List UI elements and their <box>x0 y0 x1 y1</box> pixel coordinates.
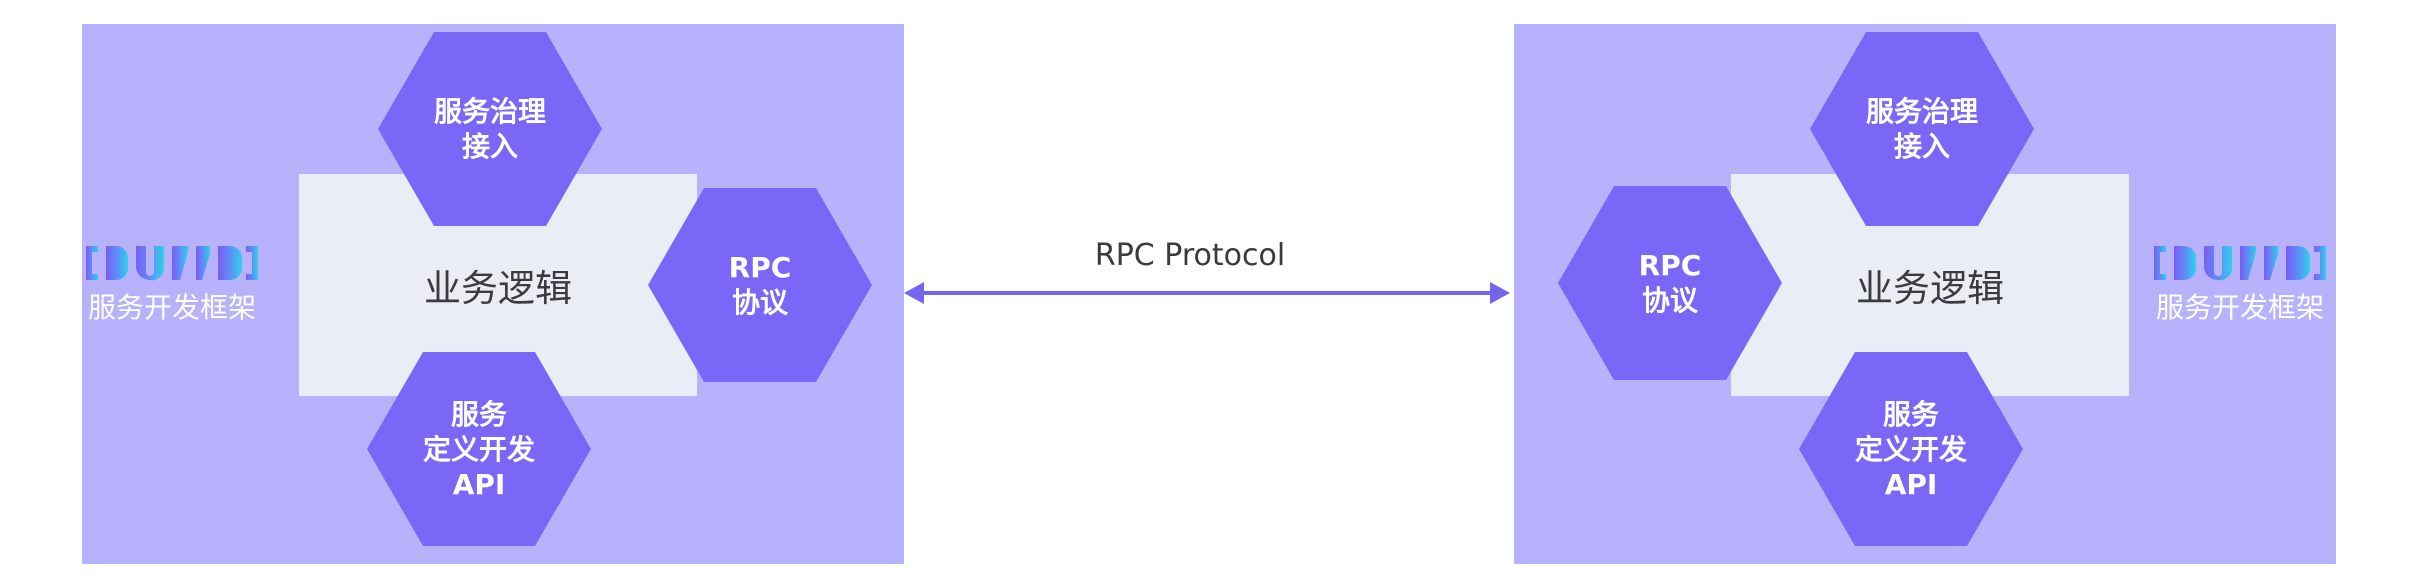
left-service-api-label: 服务 定义开发 API <box>422 397 535 501</box>
left-brand-text: 服务开发框架 <box>87 291 256 324</box>
left-application-panel: 业务逻辑 服务治理 接入 服务 定义开发 API RPC 协议 <box>82 24 904 564</box>
left-rpc-protocol-label: RPC 协议 <box>728 251 792 319</box>
connector-label: RPC Protocol <box>1094 238 1286 273</box>
arrowhead-right-icon <box>1490 282 1510 304</box>
right-service-api-hexagon: 服务 定义开发 API <box>1799 352 2023 546</box>
left-brand: 服务开发框架 <box>82 244 262 326</box>
right-rpc-protocol-hexagon: RPC 协议 <box>1558 186 1782 380</box>
arrowhead-left-icon <box>904 282 924 304</box>
dubbo-logo-icon <box>2154 246 2326 281</box>
left-business-logic-label: 业务逻辑 <box>424 267 572 310</box>
right-brand: 服务开发框架 <box>2150 244 2330 326</box>
left-service-governance-label: 服务治理 接入 <box>433 95 546 163</box>
right-service-governance-hexagon: 服务治理 接入 <box>1810 32 2034 226</box>
right-rpc-protocol-label: RPC 协议 <box>1638 249 1702 317</box>
right-service-governance-label: 服务治理 接入 <box>1865 95 1978 163</box>
right-service-api-label: 服务 定义开发 API <box>1854 397 1967 501</box>
right-business-logic-label: 业务逻辑 <box>1856 267 2004 310</box>
right-application-panel: 业务逻辑 服务治理 接入 服务 定义开发 API RPC 协议 <box>1514 24 2336 564</box>
dubbo-logo-icon <box>86 246 258 281</box>
right-brand-text: 服务开发框架 <box>2155 291 2324 324</box>
